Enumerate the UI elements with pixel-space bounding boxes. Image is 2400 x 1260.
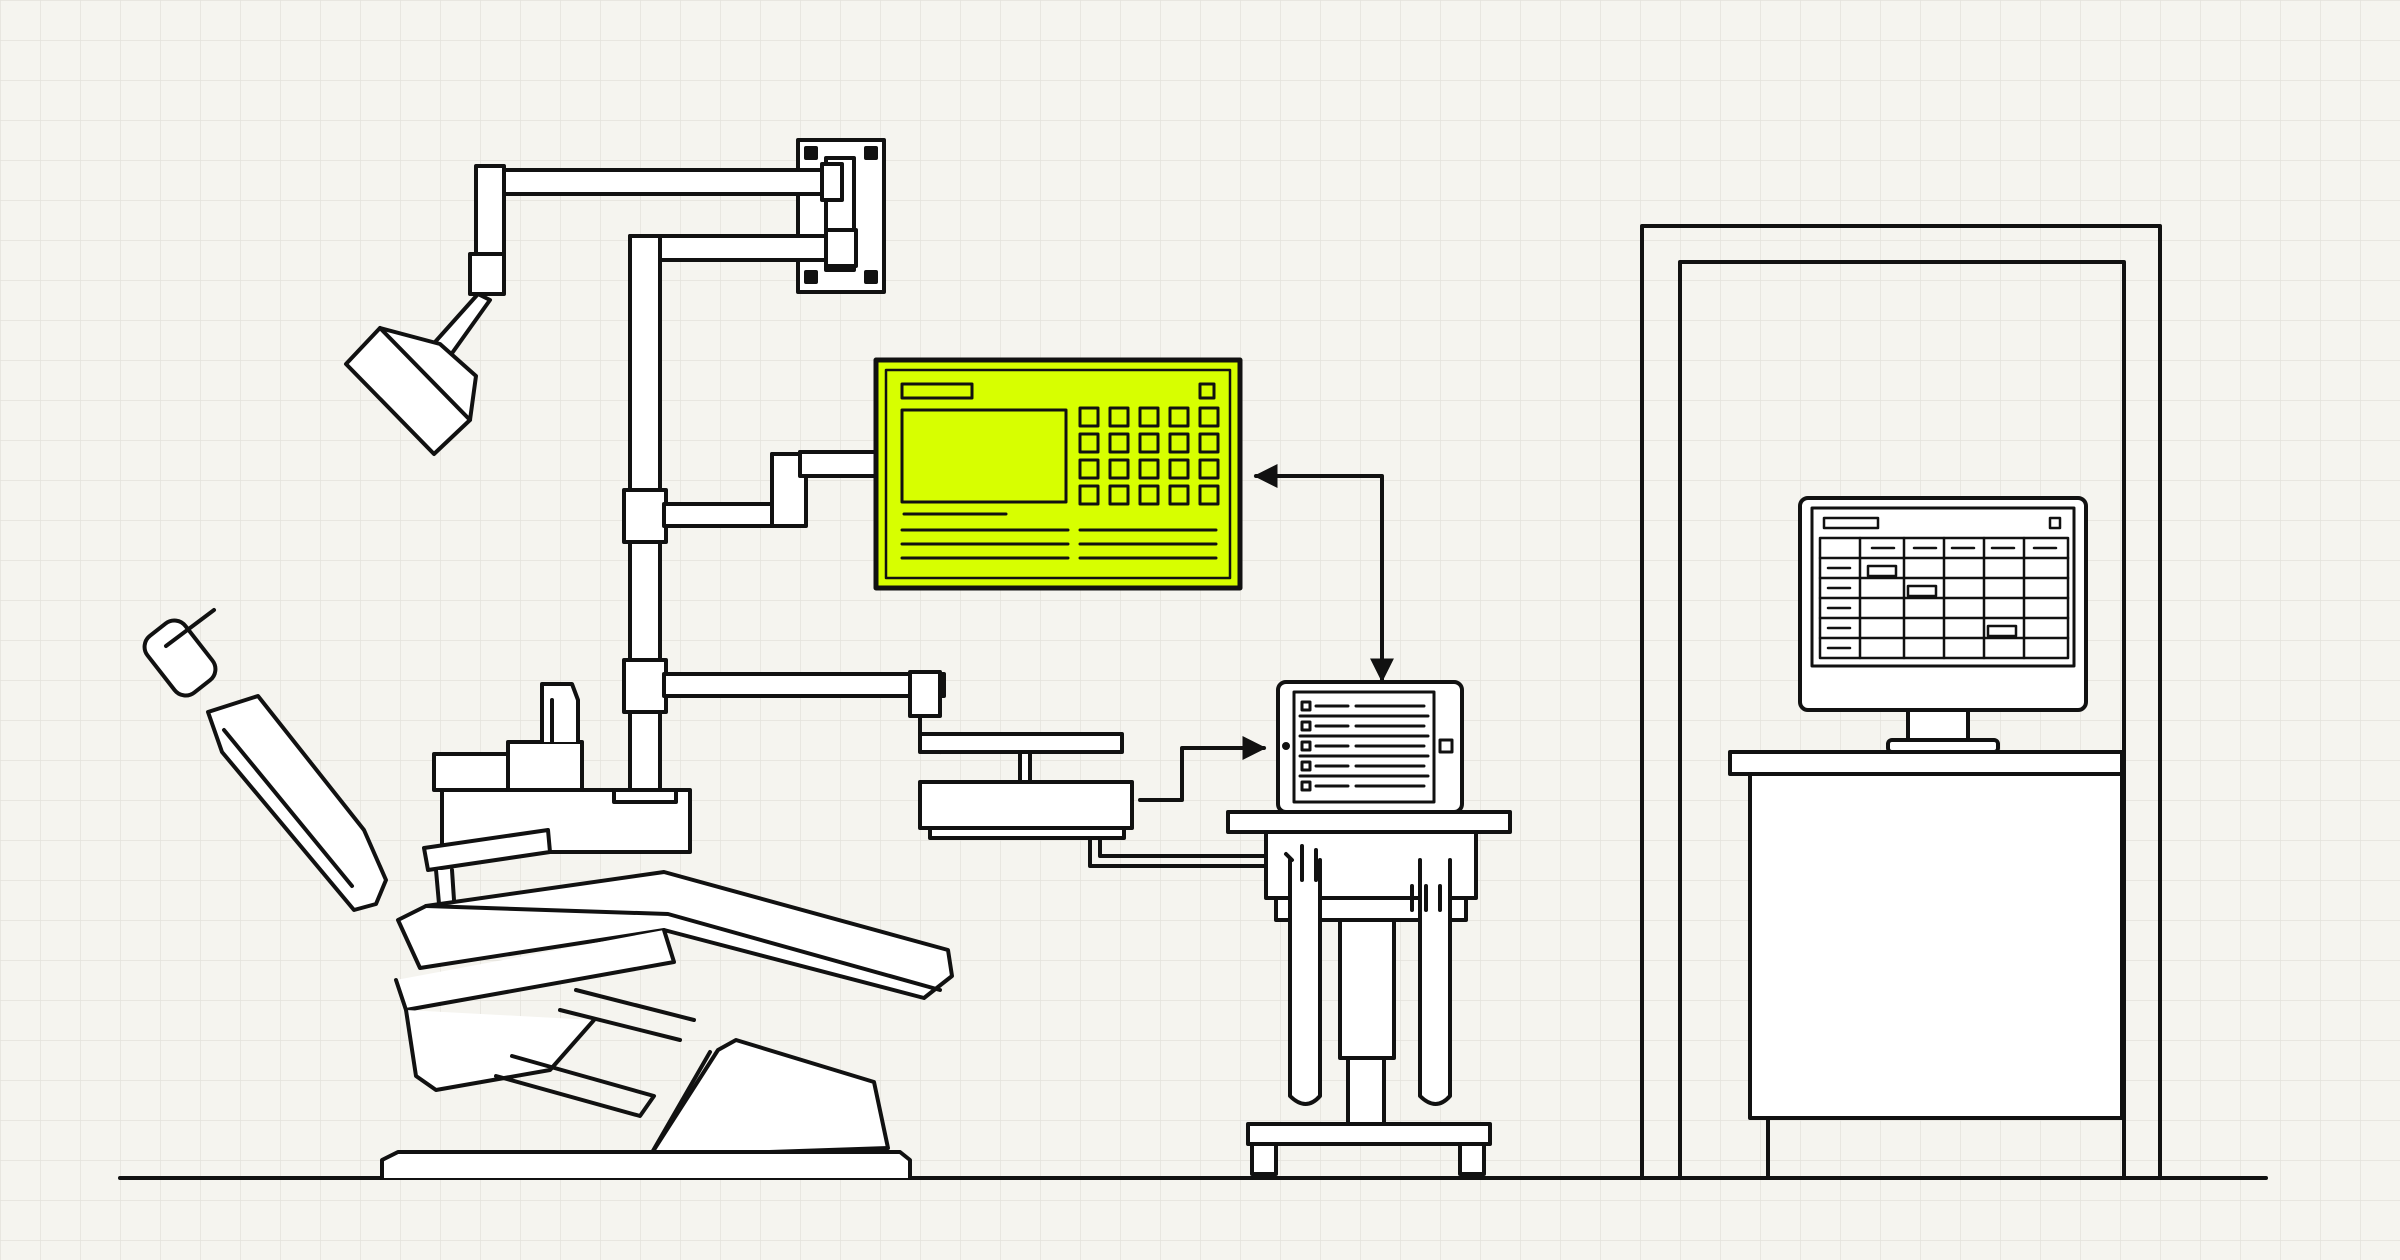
- appointment-block: [1866, 564, 1898, 578]
- reception-desk-icon: [1728, 750, 2124, 1180]
- monitor-tile: [1108, 432, 1130, 454]
- monitor-tile: [1198, 484, 1220, 506]
- monitor-tile: [1198, 406, 1220, 428]
- monitor-tile: [1138, 406, 1160, 428]
- monitor-tile: [1078, 484, 1100, 506]
- monitor-tile: [1198, 458, 1220, 480]
- monitor-tile: [1168, 406, 1190, 428]
- dental-chair-icon: [142, 608, 954, 1180]
- delivery-arm-pole: [622, 228, 946, 794]
- tablet-row-checkbox: [1300, 700, 1312, 712]
- doorway-icon: [1640, 224, 2162, 1180]
- appointment-block: [1906, 584, 1938, 598]
- monitor-tile: [1138, 432, 1160, 454]
- monitor-tile: [1168, 458, 1190, 480]
- instrument-tray-icon: [918, 732, 1268, 868]
- tablet-row-checkbox: [1300, 740, 1312, 752]
- monitor-tile: [1168, 484, 1190, 506]
- tablet-icon: [1276, 680, 1464, 814]
- monitor-tile: [1078, 432, 1100, 454]
- monitor-tile: [1198, 432, 1220, 454]
- monitor-tile: [1138, 458, 1160, 480]
- appointment-block: [1986, 624, 2018, 638]
- monitor-tile: [1138, 484, 1160, 506]
- monitor-tile: [1078, 406, 1100, 428]
- wall-monitor-icon: [873, 357, 1243, 591]
- monitor-tile: [1078, 458, 1100, 480]
- monitor-tile: [1108, 458, 1130, 480]
- monitor-tile: [1168, 432, 1190, 454]
- operatory-light-icon: [344, 138, 886, 456]
- tablet-row-checkbox: [1300, 760, 1312, 772]
- reception-monitor-icon: [1798, 496, 2088, 754]
- tablet-row-checkbox: [1300, 780, 1312, 792]
- monitor-tile: [1108, 484, 1130, 506]
- instrument-cart-icon: [1226, 810, 1512, 1176]
- monitor-tile: [1108, 406, 1130, 428]
- tablet-row-checkbox: [1300, 720, 1312, 732]
- sync-arrow: [1138, 464, 1394, 802]
